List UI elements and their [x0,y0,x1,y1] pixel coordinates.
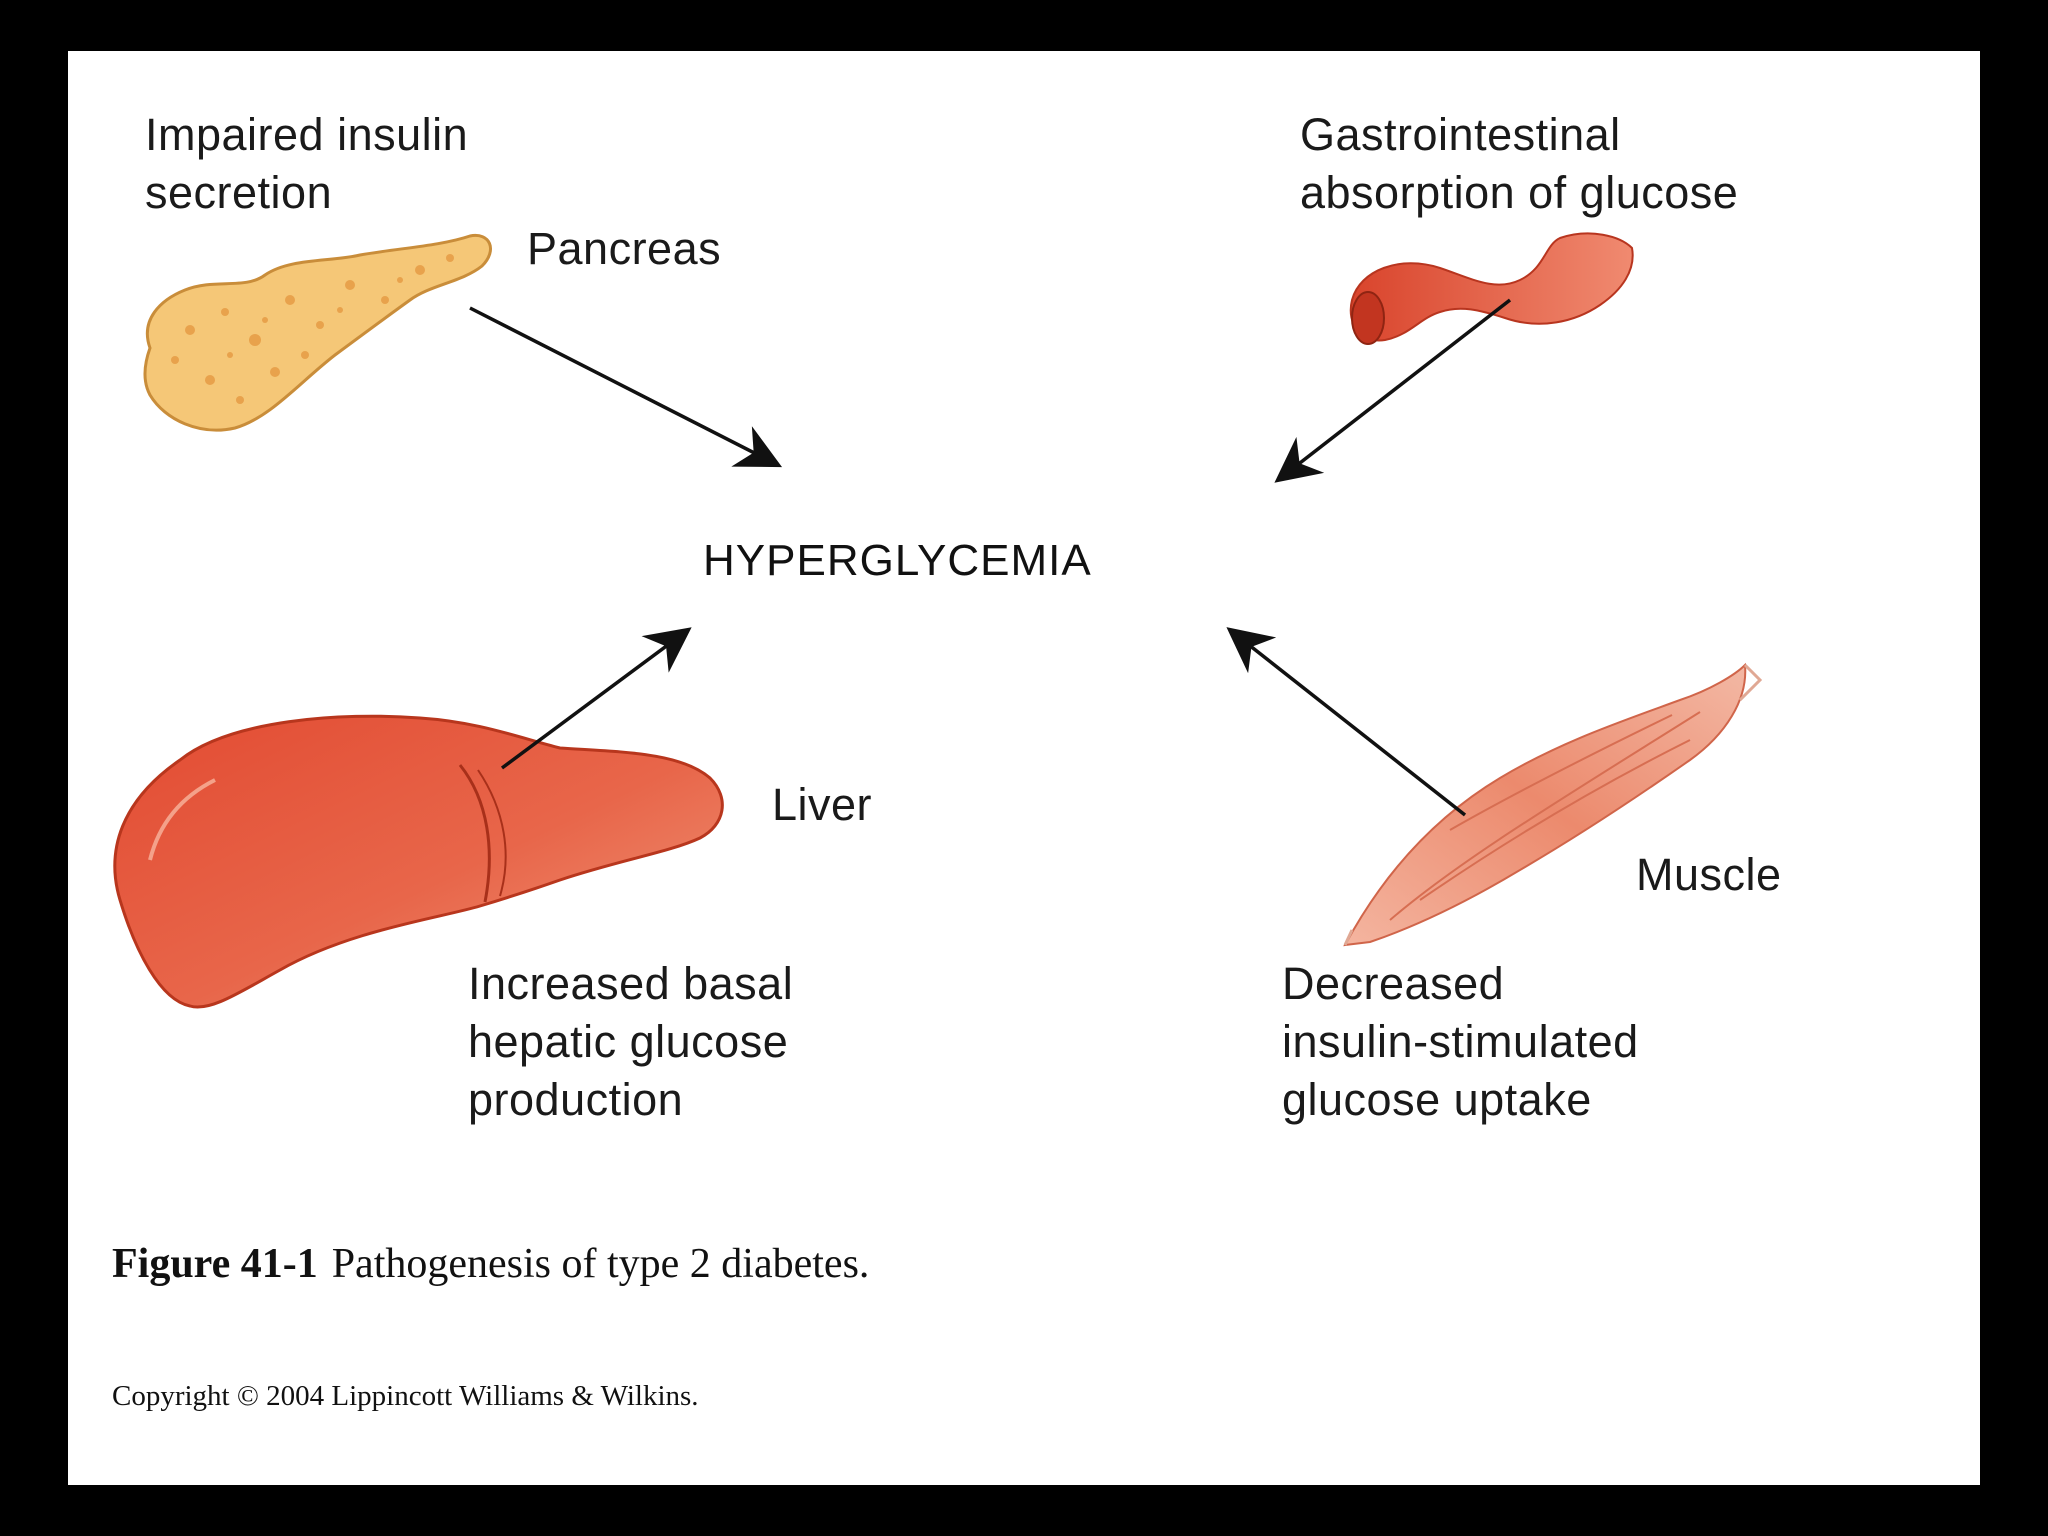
copyright-notice: Copyright © 2004 Lippincott Williams & W… [112,1380,699,1412]
liver-description: Increased basal hepatic glucose producti… [468,958,794,1125]
figure-number: Figure 41-1 [112,1241,318,1287]
pancreas-icon [143,233,492,432]
muscle-description: Decreased insulin-stimulated glucose upt… [1282,958,1639,1125]
figure-caption: Figure 41-1 Pathogenesis of type 2 diabet… [112,1240,869,1288]
arrow-muscle [1226,627,1467,817]
arrow-pancreas [469,306,783,468]
gi-description: Gastrointestinal absorption of glucose [1300,109,1739,218]
pancreas-description: Impaired insulin secretion [145,109,469,218]
intestine-icon [1349,232,1634,345]
liver-icon [113,714,724,1009]
watermark: ikassem@dr.com [904,1452,1144,1487]
pancreas-label: Pancreas [527,223,722,274]
arrow-gi [1274,298,1512,483]
muscle-icon [1343,662,1763,947]
figure-caption-text: Pathogenesis of type 2 diabetes. [331,1241,870,1287]
arrow-liver [500,627,692,770]
muscle-label: Muscle [1636,849,1782,900]
liver-label: Liver [772,779,873,830]
hyperglycemia-label: HYPERGLYCEMIA [703,536,1092,585]
